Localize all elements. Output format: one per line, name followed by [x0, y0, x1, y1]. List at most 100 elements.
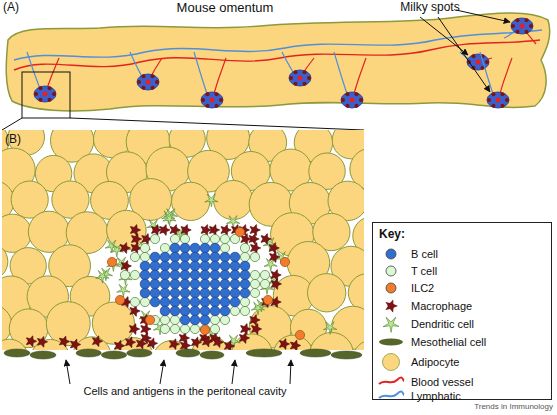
mesothelial-cell: [176, 349, 200, 357]
adipocyte: [214, 180, 253, 219]
omentum-tissue: [6, 13, 550, 111]
mesothelial-symbol: [379, 339, 403, 346]
t-cell: [210, 234, 219, 243]
t-cell: [170, 234, 179, 243]
dendritic-cell: [205, 194, 218, 207]
macrophage: [131, 234, 141, 245]
b-cell: [150, 288, 160, 298]
milky-spot-body: [511, 18, 533, 34]
macrophage: [141, 324, 151, 335]
t-cell: [260, 279, 269, 288]
legend-heading: Key:: [379, 227, 405, 241]
b-cell: [170, 279, 180, 289]
b-cell: [200, 306, 210, 316]
t-cell: [240, 243, 249, 252]
dendritic-cell: [117, 284, 130, 297]
b-cell: [150, 279, 160, 289]
adipocyte: [2, 339, 28, 350]
legend-item: ILC2: [377, 279, 434, 297]
milky-spot: [201, 92, 223, 108]
macrophage: [271, 279, 281, 290]
t-cell: [130, 270, 139, 279]
pointer-arrow: [160, 360, 164, 384]
legend-text: ILC2: [411, 282, 434, 294]
t-cell: [180, 234, 189, 243]
macrophage: [170, 225, 180, 236]
b-cell: [170, 252, 180, 262]
ilc2-cell: [200, 325, 209, 334]
milky-spot-macrophage: [215, 104, 219, 108]
b-cell: [170, 306, 180, 316]
zoom-box: [22, 72, 70, 118]
milky-spot-macrophage: [294, 82, 298, 86]
b-cell: [220, 279, 230, 289]
milky-spot-macrophage: [516, 18, 520, 22]
b-cell: [180, 297, 190, 307]
b-cell: [220, 261, 230, 271]
milky-spot-macrophage: [142, 74, 146, 78]
t-cell: [250, 252, 259, 261]
t-cell: [250, 270, 259, 279]
legend-swatch: [377, 315, 405, 333]
b-cell: [200, 270, 210, 280]
omentum-panel: [2, 10, 550, 130]
b-cell: [160, 297, 170, 307]
macrophage: [114, 340, 124, 350]
b-cell: [160, 261, 170, 271]
legend-text: B cell: [411, 248, 438, 260]
macrophage: [269, 252, 279, 263]
b-cell: [200, 297, 210, 307]
legend-text: Dendritic cell: [411, 318, 474, 330]
t-cell: [220, 315, 229, 324]
pointer-arrow: [438, 17, 490, 92]
milky-spot-macrophage: [215, 92, 219, 96]
b-cell: [160, 270, 170, 280]
vessel-symbol: [379, 392, 404, 398]
b-cell: [210, 288, 220, 298]
b-cell: [200, 279, 210, 289]
milky-spot: [137, 74, 159, 90]
b-cell: [230, 288, 240, 298]
dendritic-symbol: [383, 317, 399, 332]
macrophage: [250, 243, 260, 254]
b-cell: [170, 297, 180, 307]
legend-text: Lymphatic: [411, 390, 461, 402]
macrophage: [213, 337, 223, 348]
b-cell: [220, 288, 230, 298]
macrophage: [271, 270, 281, 281]
milky-spot-detail: [2, 130, 364, 350]
dendritic-cell: [163, 213, 176, 226]
b-cell: [190, 306, 200, 316]
milky-spot-macrophage: [39, 98, 43, 102]
macrophage: [201, 225, 211, 236]
t-cell: [130, 297, 139, 306]
milky-spot-macrophage: [39, 86, 43, 90]
t-cell: [240, 252, 249, 261]
macrophage: [181, 225, 191, 236]
b-cell: [170, 288, 180, 298]
pointer-arrow: [456, 10, 510, 22]
mesothelial-cell: [300, 349, 331, 357]
b-cell: [180, 315, 190, 325]
b-cell: [190, 243, 200, 253]
b-cell: [140, 279, 150, 289]
legend-swatch: [377, 387, 405, 405]
dendritic-cell: [323, 322, 336, 335]
mesothelial-cell: [30, 351, 56, 359]
milky-spot-macrophage: [346, 92, 350, 96]
mesothelial-cell: [127, 349, 152, 357]
milky-spot-macrophage: [492, 92, 496, 96]
milky-spot-body: [341, 92, 363, 108]
b-cell: [190, 315, 200, 325]
legend-swatch: [377, 279, 405, 297]
lymphatic-branch: [334, 52, 349, 100]
macrophage: [136, 338, 146, 349]
adipocyte: [273, 335, 313, 350]
milky-spot: [341, 92, 363, 108]
milky-spot-macrophage: [485, 60, 489, 64]
macrophage: [290, 340, 300, 350]
milky-spot-macrophage: [34, 92, 38, 96]
mesothelial-cell: [331, 351, 362, 359]
milky-spot-macrophage: [151, 86, 155, 90]
t-cell: [200, 324, 209, 333]
